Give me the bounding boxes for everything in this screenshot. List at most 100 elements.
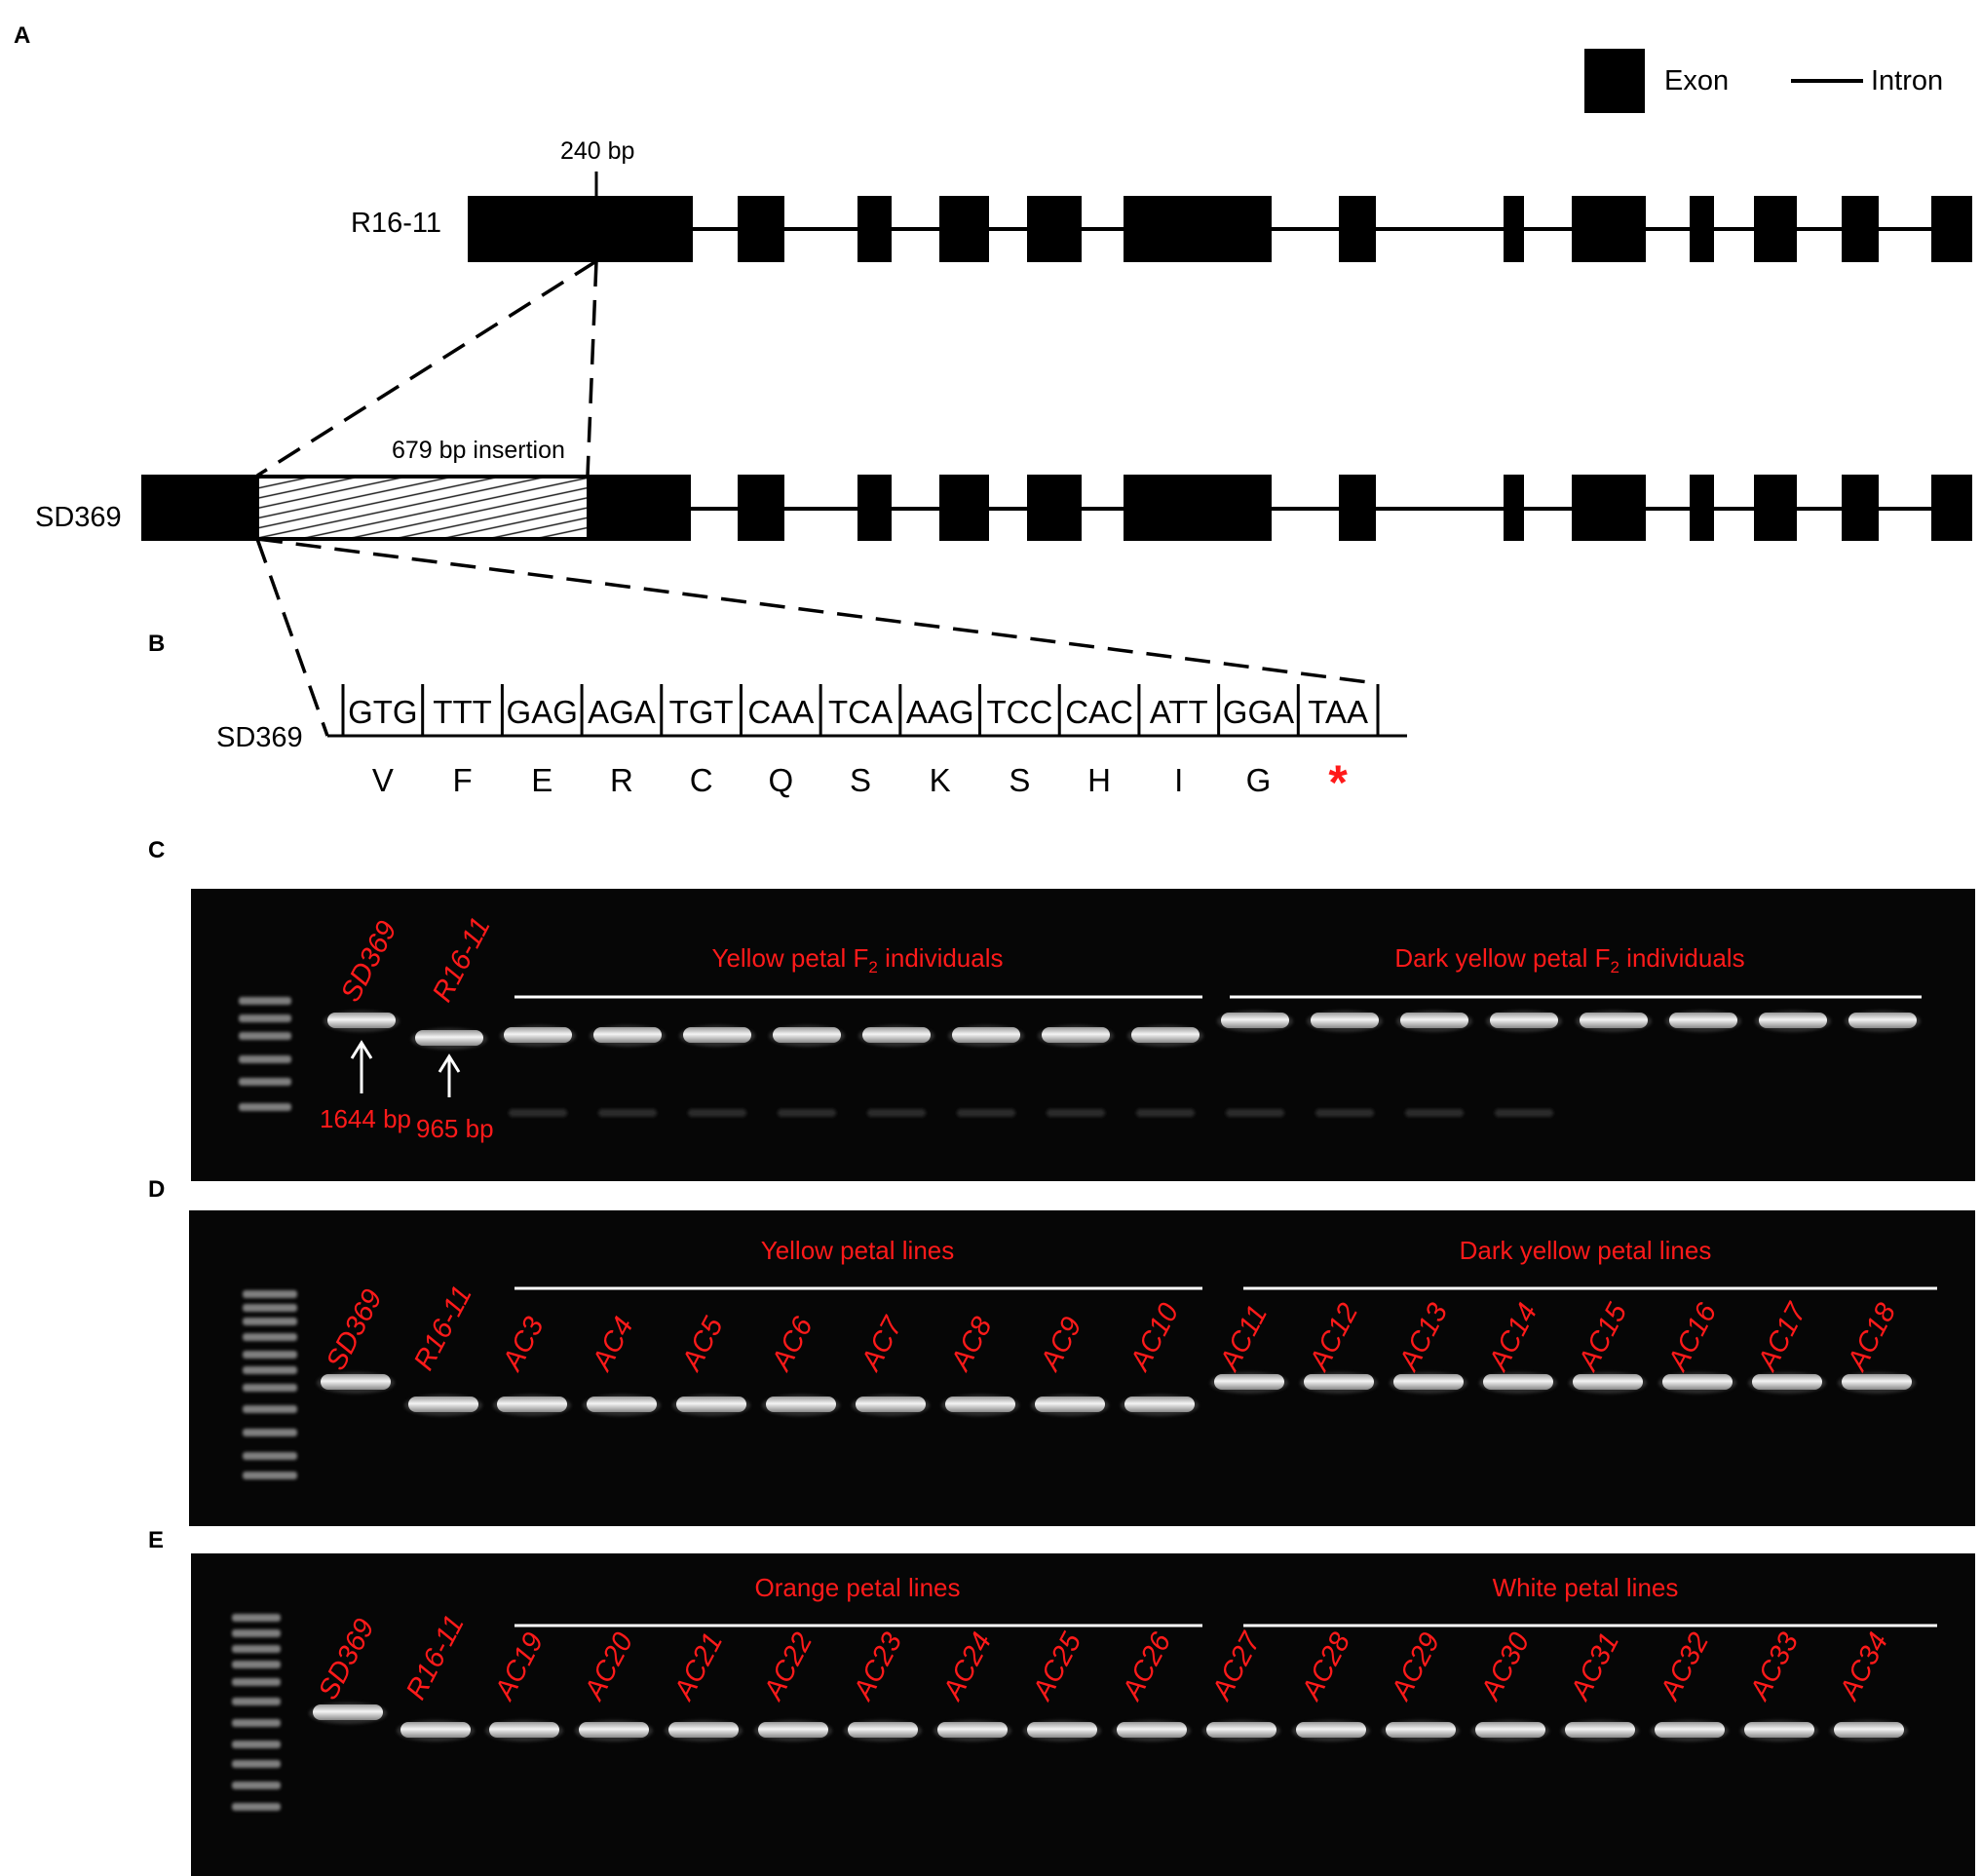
gel-c-group-dark-yellow: Dark yellow petal F2 individuals — [1394, 943, 1744, 976]
gel-band — [1842, 1374, 1912, 1390]
codon: GAG — [507, 694, 578, 730]
insertion-connector-right — [586, 260, 598, 477]
r16-exon-9 — [1572, 196, 1646, 262]
gel-c-size-sd369: 1644 bp — [320, 1104, 411, 1133]
gel-e-group-orange: Orange petal lines — [754, 1573, 960, 1602]
gel-band — [1669, 1013, 1737, 1028]
gel-band — [1221, 1013, 1289, 1028]
codon: GTG — [348, 694, 418, 730]
gel-smear — [509, 1109, 567, 1117]
gel-band — [1662, 1374, 1733, 1390]
gel-band — [758, 1722, 828, 1738]
sd369-exon-10 — [1690, 475, 1714, 541]
gel-smear — [1047, 1109, 1105, 1117]
ladder-band — [232, 1781, 281, 1789]
codon: TTT — [433, 694, 491, 730]
gel-band — [415, 1030, 483, 1046]
legend-exon-swatch — [1584, 49, 1645, 113]
sd369-exon-1a — [141, 475, 258, 541]
sd369-exon-12 — [1842, 475, 1879, 541]
sd369-exon-5 — [1027, 475, 1082, 541]
gel-band — [1565, 1722, 1635, 1738]
ladder-band — [243, 1304, 297, 1312]
sd369-exon-1b — [588, 475, 691, 541]
ladder-band — [232, 1803, 281, 1811]
gel-band — [945, 1397, 1015, 1412]
gel-e — [191, 1553, 1975, 1876]
ladder-band — [243, 1429, 297, 1436]
gel-band — [497, 1397, 567, 1412]
codon: TCC — [986, 694, 1052, 730]
amino-acid: K — [930, 762, 951, 798]
sd369-exon-8 — [1504, 475, 1524, 541]
r16-exon-4 — [939, 196, 989, 262]
r16-exon-8 — [1504, 196, 1524, 262]
sequence-connector-right — [256, 537, 1369, 684]
gel-band — [579, 1722, 649, 1738]
amino-acid: E — [531, 762, 552, 798]
codon: TGT — [669, 694, 734, 730]
amino-acid: G — [1246, 762, 1272, 798]
gel-band — [1311, 1013, 1379, 1028]
gel-band — [408, 1397, 478, 1412]
ladder-band — [232, 1698, 281, 1705]
gel-band — [1117, 1722, 1187, 1738]
gel-d-group-yellow: Yellow petal lines — [761, 1236, 955, 1265]
gel-band — [1214, 1374, 1284, 1390]
gel-band — [1206, 1722, 1276, 1738]
sd369-exon-9 — [1572, 475, 1646, 541]
ladder-band — [243, 1290, 297, 1298]
codon: TAA — [1308, 694, 1368, 730]
r16-exon-3 — [857, 196, 892, 262]
gel-band — [1296, 1722, 1366, 1738]
gel-band — [1035, 1397, 1105, 1412]
sd369-exon-7 — [1339, 475, 1376, 541]
gel-smear — [598, 1109, 657, 1117]
gel-band — [856, 1397, 926, 1412]
gel-e-group-white: White petal lines — [1493, 1573, 1679, 1602]
gel-band — [1393, 1374, 1464, 1390]
ladder-band — [239, 1103, 291, 1111]
gel-c-size-r16: 965 bp — [416, 1114, 494, 1143]
gel-band — [1304, 1374, 1374, 1390]
gel-band — [1744, 1722, 1814, 1738]
amino-acid: S — [850, 762, 871, 798]
gel-band — [1400, 1013, 1468, 1028]
ladder-band — [232, 1645, 281, 1653]
sd369-exon-13 — [1931, 475, 1972, 541]
amino-acid: V — [372, 762, 394, 798]
gel-band — [937, 1722, 1008, 1738]
gel-band — [862, 1027, 931, 1043]
ladder-band — [243, 1452, 297, 1460]
r16-exon-7 — [1339, 196, 1376, 262]
gel-band — [952, 1027, 1020, 1043]
gel-band — [489, 1722, 559, 1738]
stop-codon-marker: * — [1328, 755, 1348, 810]
gel-band — [1573, 1374, 1643, 1390]
gel-band — [766, 1397, 836, 1412]
gel-band — [668, 1722, 739, 1738]
gel-smear — [1495, 1109, 1553, 1117]
gel-smear — [778, 1109, 836, 1117]
ladder-band — [232, 1719, 281, 1727]
codon: CAC — [1065, 694, 1133, 730]
gel-band — [1131, 1027, 1200, 1043]
ladder-band — [239, 997, 291, 1005]
codon: AAG — [906, 694, 974, 730]
gel-band — [676, 1397, 746, 1412]
gel-band — [683, 1027, 751, 1043]
amino-acid: Q — [768, 762, 793, 798]
gel-band — [1027, 1722, 1097, 1738]
insertion-connector-left — [256, 259, 597, 478]
ladder-band — [239, 1032, 291, 1040]
ladder-band — [239, 1055, 291, 1063]
ladder-band — [243, 1405, 297, 1413]
r16-exon-5 — [1027, 196, 1082, 262]
gel-band — [1386, 1722, 1456, 1738]
panel-label-b: B — [148, 631, 165, 657]
codon: ATT — [1150, 694, 1208, 730]
gel-c-group-yellow: Yellow petal F2 individuals — [711, 943, 1003, 976]
sd369-exon-11 — [1754, 475, 1797, 541]
gel-band — [1759, 1013, 1827, 1028]
panel-label-c: C — [148, 837, 165, 863]
